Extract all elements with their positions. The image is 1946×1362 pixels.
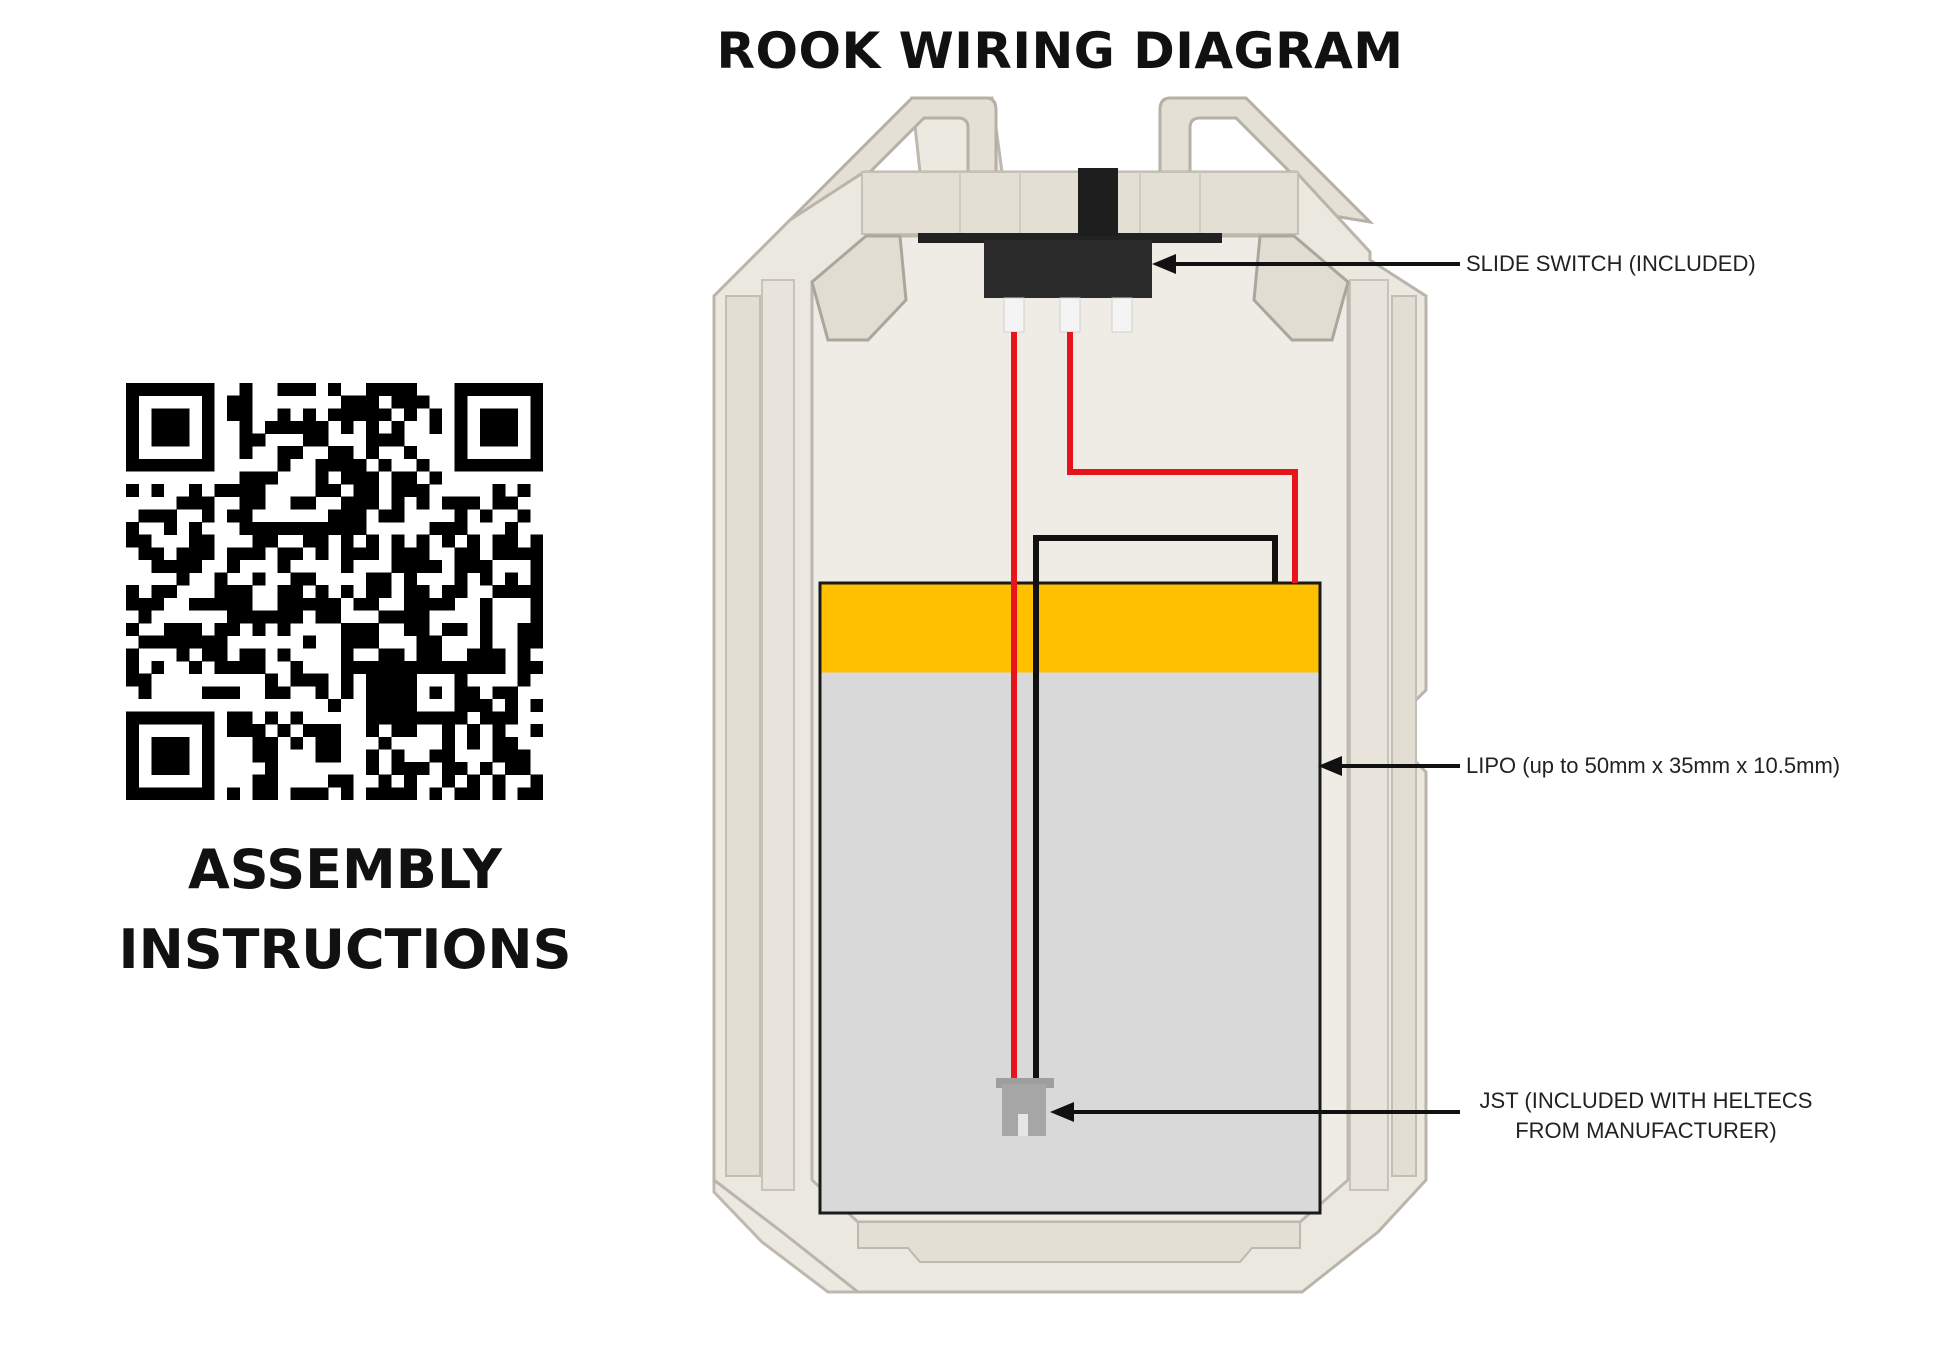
jst-connector-slot	[1018, 1114, 1028, 1136]
case-left-rail-inner	[761, 279, 795, 1191]
case-bottom-lip	[857, 1221, 1301, 1263]
jst-callout-arrowhead	[1050, 1102, 1074, 1122]
slide-switch-label: SLIDE SWITCH (INCLUDED)	[1466, 251, 1756, 276]
assembly-caption-line1: ASSEMBLY	[187, 838, 503, 901]
lipo-label: LIPO (up to 50mm x 35mm x 10.5mm)	[1466, 753, 1841, 778]
assembly-instructions-caption: ASSEMBLY INSTRUCTIONS	[100, 830, 590, 990]
jst-label-line1: JST (INCLUDED WITH HELTECS	[1479, 1088, 1813, 1113]
jst-label: JST (INCLUDED WITH HELTECS FROM MANUFACT…	[1466, 1086, 1826, 1146]
wire-positive-to-battery	[1067, 332, 1298, 583]
slide-switch-pin-2	[1059, 297, 1081, 333]
lipo-battery-label-band	[821, 584, 1319, 673]
case-left-rail-outer	[725, 295, 761, 1177]
qr-code[interactable]	[126, 383, 544, 801]
slide-switch-pin-1	[1003, 297, 1025, 333]
slide-switch-body	[984, 240, 1152, 298]
case-right-rail-inner	[1349, 279, 1389, 1191]
slide-switch-plate	[918, 233, 1222, 243]
slide-switch-knob	[1078, 168, 1118, 236]
case-right-rail-outer	[1391, 295, 1417, 1177]
slide-switch-pin-3	[1111, 297, 1133, 333]
assembly-caption-line2: INSTRUCTIONS	[118, 918, 572, 981]
slide-switch-callout-arrowhead	[1152, 254, 1176, 274]
diagram-title: ROOK WIRING DIAGRAM	[716, 22, 1404, 80]
lipo-callout-arrowhead	[1318, 756, 1342, 776]
jst-connector-flange	[996, 1078, 1054, 1088]
jst-label-line2: FROM MANUFACTURER)	[1515, 1118, 1777, 1143]
case-left-corner-pocket	[810, 234, 908, 342]
qr-code-image	[126, 383, 544, 801]
wire-negative-battery-to-jst	[1033, 535, 1278, 1084]
